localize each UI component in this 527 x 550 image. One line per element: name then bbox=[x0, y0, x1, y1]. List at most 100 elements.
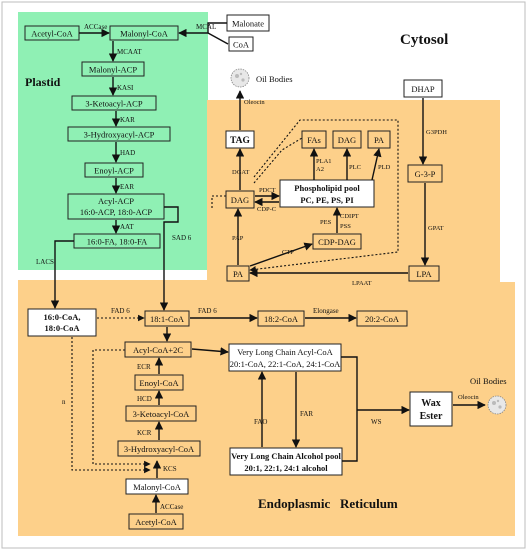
sad6-label: SAD 6 bbox=[172, 234, 192, 242]
acyl-acp-line2: 16:0-ACP, 18:0-ACP bbox=[80, 207, 153, 217]
hydroxyacyl-coa: 3-Hydroxyacyl-CoA bbox=[124, 444, 195, 454]
fad6-label-1: FAD 6 bbox=[111, 307, 130, 315]
fas-box bbox=[301, 130, 327, 149]
malonyl-coa-er-box bbox=[125, 478, 189, 495]
tag-box bbox=[225, 130, 255, 149]
oleocin-label-2: Oleocin bbox=[458, 394, 479, 401]
fa-16-18: 16:0-FA, 18:0-FA bbox=[87, 237, 148, 247]
acetyl-coa-er: Acetyl-CoA bbox=[135, 517, 177, 527]
fas: FAs bbox=[307, 135, 321, 145]
pla1-label: PLA1 bbox=[316, 158, 332, 165]
fad6-label-2: FAD 6 bbox=[198, 307, 217, 315]
kasi-label: KASI bbox=[117, 84, 134, 92]
a2-label: A2 bbox=[316, 166, 324, 173]
accase-er-label: ACCase bbox=[160, 503, 183, 511]
vlc-acyl-line1: Very Long Chain Acyl-CoA bbox=[237, 347, 333, 357]
dag-top-box bbox=[332, 130, 362, 149]
oil-bodies-1: Oil Bodies bbox=[256, 74, 293, 84]
kcr-label: KCR bbox=[137, 429, 152, 437]
mcal-label: MCAL bbox=[196, 23, 216, 31]
ws-label: WS bbox=[371, 418, 382, 426]
malonyl-acp-box bbox=[81, 61, 145, 77]
pap-label: PAP bbox=[232, 235, 244, 242]
g3p-box bbox=[407, 164, 443, 183]
hydroxyacyl-acp: 3-Hydroxyacyl-ACP bbox=[84, 130, 155, 140]
c18-2-box bbox=[257, 310, 305, 327]
malonate: Malonate bbox=[232, 19, 264, 29]
c18-1-box bbox=[144, 310, 190, 327]
acyl-coa-2c: Acyl-CoA+2C bbox=[133, 345, 183, 355]
accase-top-label: ACCase bbox=[84, 23, 107, 31]
coa-box bbox=[228, 36, 254, 52]
lpa-box bbox=[408, 265, 440, 282]
far-label: FAR bbox=[300, 410, 313, 418]
c18-2: 18:2-CoA bbox=[264, 314, 299, 324]
ctp-label: CTP bbox=[282, 249, 294, 256]
pld-label: PLD bbox=[378, 164, 391, 171]
vlc-alcohol-line1: Very Long Chain Alcohol pool bbox=[231, 451, 341, 461]
ketoacyl-coa-box bbox=[125, 405, 197, 422]
oil-bodies-icon-1 bbox=[230, 68, 250, 88]
vlc-alcohol-line2: 20:1, 22:1, 24:1 alcohol bbox=[244, 463, 328, 473]
cdipt-label: CDIPT bbox=[340, 213, 359, 220]
dhap-box bbox=[403, 79, 443, 98]
mcaat-label: MCAAT bbox=[117, 48, 142, 56]
aat-label: AAT bbox=[120, 223, 134, 231]
dhap: DHAP bbox=[411, 84, 434, 94]
plastid-label: Plastid bbox=[25, 75, 61, 89]
ketoacyl-acp: 3-Ketoacyl-ACP bbox=[85, 99, 142, 109]
had-label: HAD bbox=[120, 149, 135, 157]
ketoacyl-acp-box bbox=[71, 95, 157, 111]
acyl-acp-line1: Acyl-ACP bbox=[98, 196, 134, 206]
tag: TAG bbox=[230, 136, 250, 146]
pss-label: PSS bbox=[340, 223, 351, 230]
cdp-dag: CDP-DAG bbox=[318, 237, 356, 247]
cdpc-label: CDP-C bbox=[257, 206, 276, 213]
phospholipid-pool-line1: Phospholipid pool bbox=[294, 183, 360, 193]
kcs-label: KCS bbox=[163, 465, 177, 473]
dag-top: DAG bbox=[338, 135, 356, 145]
pa-top-box bbox=[367, 130, 391, 149]
hydroxyacyl-acp-box bbox=[67, 126, 171, 142]
kar-label: KAR bbox=[120, 116, 135, 124]
g3p: G-3-P bbox=[415, 169, 436, 179]
enoyl-acp: Enoyl-ACP bbox=[94, 166, 134, 176]
wax-ester-box bbox=[409, 391, 453, 427]
lacs-label: LACS bbox=[36, 258, 54, 266]
hydroxyacyl-coa-box bbox=[117, 440, 201, 457]
ecr-label: ECR bbox=[137, 363, 151, 371]
elongase-label: Elongase bbox=[313, 307, 339, 315]
lpaat-label: LPAAT bbox=[352, 280, 372, 287]
vlc-alcohol-box bbox=[229, 447, 343, 476]
ketoacyl-coa: 3-Ketoacyl-CoA bbox=[133, 409, 191, 419]
er-region bbox=[18, 100, 515, 536]
wax-line1: Wax bbox=[421, 398, 440, 409]
c20-2-box bbox=[356, 310, 408, 327]
phospholipid-pool-line2: PC, PE, PS, PI bbox=[300, 195, 354, 205]
cdp-dag-box bbox=[312, 233, 362, 250]
n-label: n bbox=[62, 398, 66, 406]
coa-16-18-box bbox=[27, 308, 97, 337]
plc-label: PLC bbox=[349, 164, 361, 171]
coa: CoA bbox=[233, 40, 250, 50]
oil-bodies-icon-2 bbox=[487, 395, 507, 415]
fao-label: FAO bbox=[254, 418, 267, 426]
pa-box bbox=[226, 265, 250, 282]
malonyl-acp: Malonyl-ACP bbox=[89, 65, 137, 75]
dag: DAG bbox=[231, 195, 249, 205]
malonyl-coa-plastid-box bbox=[109, 25, 179, 41]
dgat-label: DGAT bbox=[232, 169, 249, 176]
c18-1: 18:1-CoA bbox=[150, 314, 185, 324]
acetyl-coa-er-box bbox=[128, 513, 184, 530]
enoyl-coa-box bbox=[134, 374, 184, 391]
enoyl-coa: Enoyl-CoA bbox=[139, 378, 179, 388]
coa-16-18-line2: 18:0-CoA bbox=[45, 323, 81, 333]
dag-box bbox=[225, 190, 255, 209]
pa-top: PA bbox=[374, 135, 385, 145]
er-label: Endoplasmic Reticulum bbox=[258, 496, 398, 511]
g3pdh-label: G3PDH bbox=[426, 129, 447, 136]
pdct-label: PDCT bbox=[259, 187, 276, 194]
pes-label: PES bbox=[320, 219, 332, 226]
